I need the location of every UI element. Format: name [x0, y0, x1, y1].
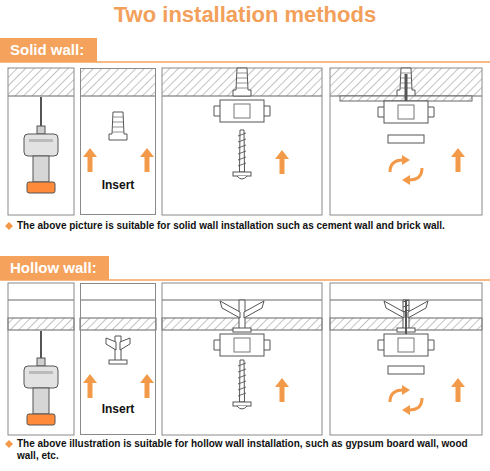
illustration-part — [275, 150, 289, 174]
illustration-part — [80, 68, 156, 96]
illustration-part — [378, 101, 434, 123]
illustration-part — [162, 68, 322, 96]
illustration-part — [83, 148, 97, 172]
illustration-part — [140, 374, 154, 398]
illustration-part — [233, 130, 251, 179]
bullet — [5, 440, 13, 448]
illustration-part — [162, 283, 322, 435]
step-label: Insert — [81, 178, 155, 192]
illustration-part — [83, 374, 97, 398]
illustration-part — [330, 283, 482, 435]
page-title: Two installation methods — [0, 1, 490, 29]
illustration-part — [40, 97, 42, 126]
illustration-part — [330, 68, 482, 215]
section-tab: Solid wall: — [0, 38, 97, 62]
illustration-part — [140, 148, 154, 172]
section-tab: Hollow wall: — [0, 256, 109, 280]
illustration-part — [388, 135, 424, 143]
illustration-part — [8, 68, 74, 96]
solid-wall-row — [8, 68, 482, 215]
section-heading: Hollow wall: — [10, 256, 99, 280]
illustration-part — [109, 112, 127, 140]
step-label: Insert — [81, 402, 155, 416]
hollow-wall-row — [8, 283, 482, 435]
section-heading: Solid wall: — [10, 38, 87, 62]
step-panel: Insert — [80, 68, 156, 215]
illustration-part — [24, 126, 58, 193]
illustration-part — [390, 155, 422, 185]
illustration-part — [214, 334, 270, 356]
illustration-part — [390, 385, 422, 415]
illustration-part — [451, 148, 465, 172]
illustration-part — [24, 358, 58, 425]
illustration-part — [388, 366, 424, 374]
bullet — [5, 222, 13, 230]
illustration-part — [233, 68, 251, 96]
illustration-part — [8, 318, 74, 330]
caption-note: The above illustration is suitable for h… — [17, 438, 483, 462]
illustration-part — [8, 283, 74, 435]
step-panel: Insert — [80, 283, 156, 435]
illustration-part — [233, 360, 251, 409]
illustration-part — [106, 336, 130, 364]
illustration-part — [405, 300, 407, 334]
illustration-part — [451, 378, 465, 402]
illustration-part — [8, 68, 74, 215]
caption-note: The above picture is suitable for solid … — [17, 220, 483, 232]
illustration-part — [403, 300, 409, 312]
illustration-part — [214, 100, 270, 122]
illustration-part — [275, 378, 289, 402]
illustration-part — [378, 334, 434, 356]
illustration-part — [405, 74, 408, 101]
illustration-part — [40, 331, 42, 358]
illustration-part — [162, 68, 322, 215]
illustration-part — [220, 300, 264, 332]
illustration-part — [80, 318, 156, 330]
